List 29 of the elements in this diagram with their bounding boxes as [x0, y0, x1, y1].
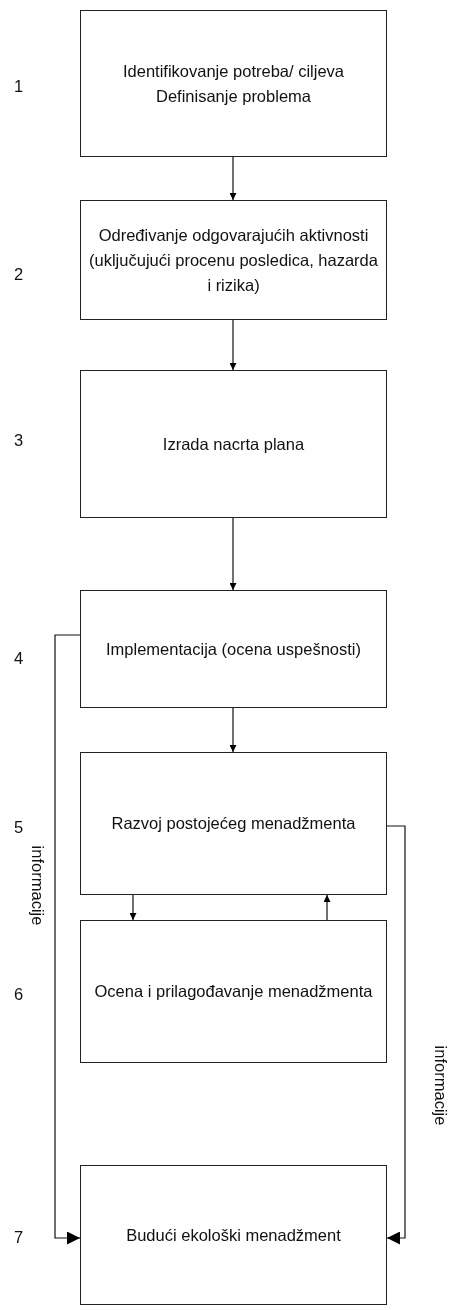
step-number: 5	[14, 818, 24, 837]
box-text: Ocena i prilagođavanje menadžmenta	[94, 981, 373, 1002]
step-number: 2	[14, 265, 24, 284]
arrow	[386, 825, 406, 1245]
process-box	[80, 370, 387, 518]
process-box	[80, 752, 387, 895]
arrow	[129, 894, 137, 921]
process-box	[80, 200, 387, 320]
box-text: Implementacija (ocena uspešnosti)	[106, 638, 361, 660]
arrow	[229, 707, 237, 753]
process-box	[80, 10, 387, 157]
process-box	[80, 590, 387, 708]
process-box	[80, 1165, 387, 1305]
box-text: Izrada nacrta plana	[162, 433, 305, 455]
arrow	[229, 156, 237, 201]
box-text: Određivanje odgovarajućih aktivnosti (uključujući procenu posledica, hazarda i rizika)	[89, 224, 378, 296]
box-text: Budući ekološki menadžment	[126, 1224, 341, 1246]
step-number: 7	[14, 1228, 24, 1247]
box-text: Identifikovanje potreba/ ciljeva Definisanje problema	[121, 60, 346, 107]
arrow	[323, 894, 331, 921]
arrow	[229, 517, 237, 591]
box-text: Razvoj postojećeg menadžmenta	[111, 813, 356, 834]
step-number: 4	[14, 649, 24, 668]
step-number: 3	[14, 431, 24, 450]
arrow	[54, 634, 81, 1245]
step-number: 6	[14, 985, 24, 1004]
process-box	[80, 920, 387, 1063]
arrow	[229, 319, 237, 371]
step-number: 1	[14, 77, 24, 96]
